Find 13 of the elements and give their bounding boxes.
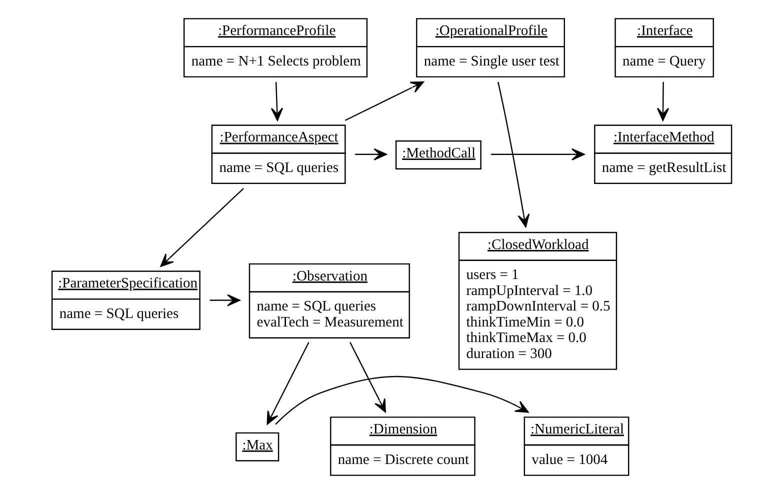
arrow — [344, 80, 424, 120]
arrow — [210, 294, 240, 306]
arrow — [270, 81, 284, 120]
arrow — [355, 148, 387, 160]
node-box: :MethodCall — [395, 140, 482, 169]
arrow — [490, 148, 585, 160]
arrow — [160, 188, 244, 266]
arrow — [275, 376, 529, 424]
node-box: :Max — [236, 432, 280, 461]
arrow — [498, 81, 530, 227]
arrow — [350, 341, 386, 412]
arrow — [656, 81, 670, 120]
arrow — [266, 341, 310, 424]
